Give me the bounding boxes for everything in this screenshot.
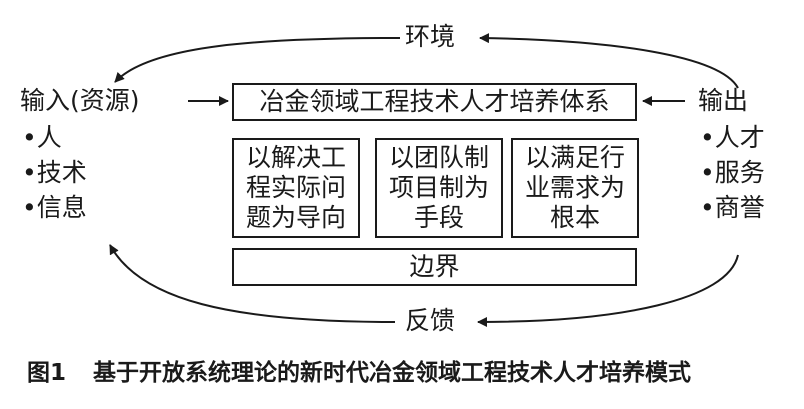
boundary-label: 边界 xyxy=(409,252,460,281)
input-title: 输入(资源) xyxy=(20,86,140,115)
output-item-label: 服务 xyxy=(714,158,765,187)
feedback-arrow-right xyxy=(477,254,739,327)
boundary-box: 边界 xyxy=(232,248,637,286)
input-item: •技术 xyxy=(22,158,87,188)
output-item-label: 人才 xyxy=(714,123,765,152)
output-item: •商誉 xyxy=(700,193,765,223)
system-title: 冶金领域工程技术人才培养体系 xyxy=(259,87,610,116)
environment-arrow-right xyxy=(479,33,739,89)
input-item: •人 xyxy=(22,123,62,153)
pillar-text: 以解决工程实际问题为导向 xyxy=(245,143,346,232)
feedback-label: 反馈 xyxy=(405,306,456,335)
figure-title: 基于开放系统理论的新时代冶金领域工程技术人才培养模式 xyxy=(93,360,691,386)
feedback-arrow-left xyxy=(109,244,396,323)
bullet: • xyxy=(22,158,37,187)
input-item-label: 信息 xyxy=(36,193,87,222)
input-item-label: 人 xyxy=(36,123,62,152)
bullet: • xyxy=(700,193,715,222)
input-item: •信息 xyxy=(22,193,87,223)
bullet: • xyxy=(700,123,715,152)
output-item: •人才 xyxy=(700,123,765,153)
bullet: • xyxy=(22,123,37,152)
output-item-label: 商誉 xyxy=(714,193,765,222)
output-title: 输出 xyxy=(698,86,749,115)
bullet: • xyxy=(700,158,715,187)
input-item-label: 技术 xyxy=(36,158,87,187)
pillar-box: 以满足行业需求为根本 xyxy=(511,138,639,238)
environment-label: 环境 xyxy=(405,22,456,51)
environment-arrow-left xyxy=(114,37,401,83)
pillar-box: 以解决工程实际问题为导向 xyxy=(232,138,360,238)
output-item: •服务 xyxy=(700,158,765,188)
pillar-text: 以满足行业需求为根本 xyxy=(524,143,625,232)
figure-number: 图1 xyxy=(27,360,67,386)
system-box: 冶金领域工程技术人才培养体系 xyxy=(232,83,637,121)
pillar-text: 以团队制项目制为手段 xyxy=(388,143,489,232)
pillar-box: 以团队制项目制为手段 xyxy=(375,138,503,238)
bullet: • xyxy=(22,193,37,222)
